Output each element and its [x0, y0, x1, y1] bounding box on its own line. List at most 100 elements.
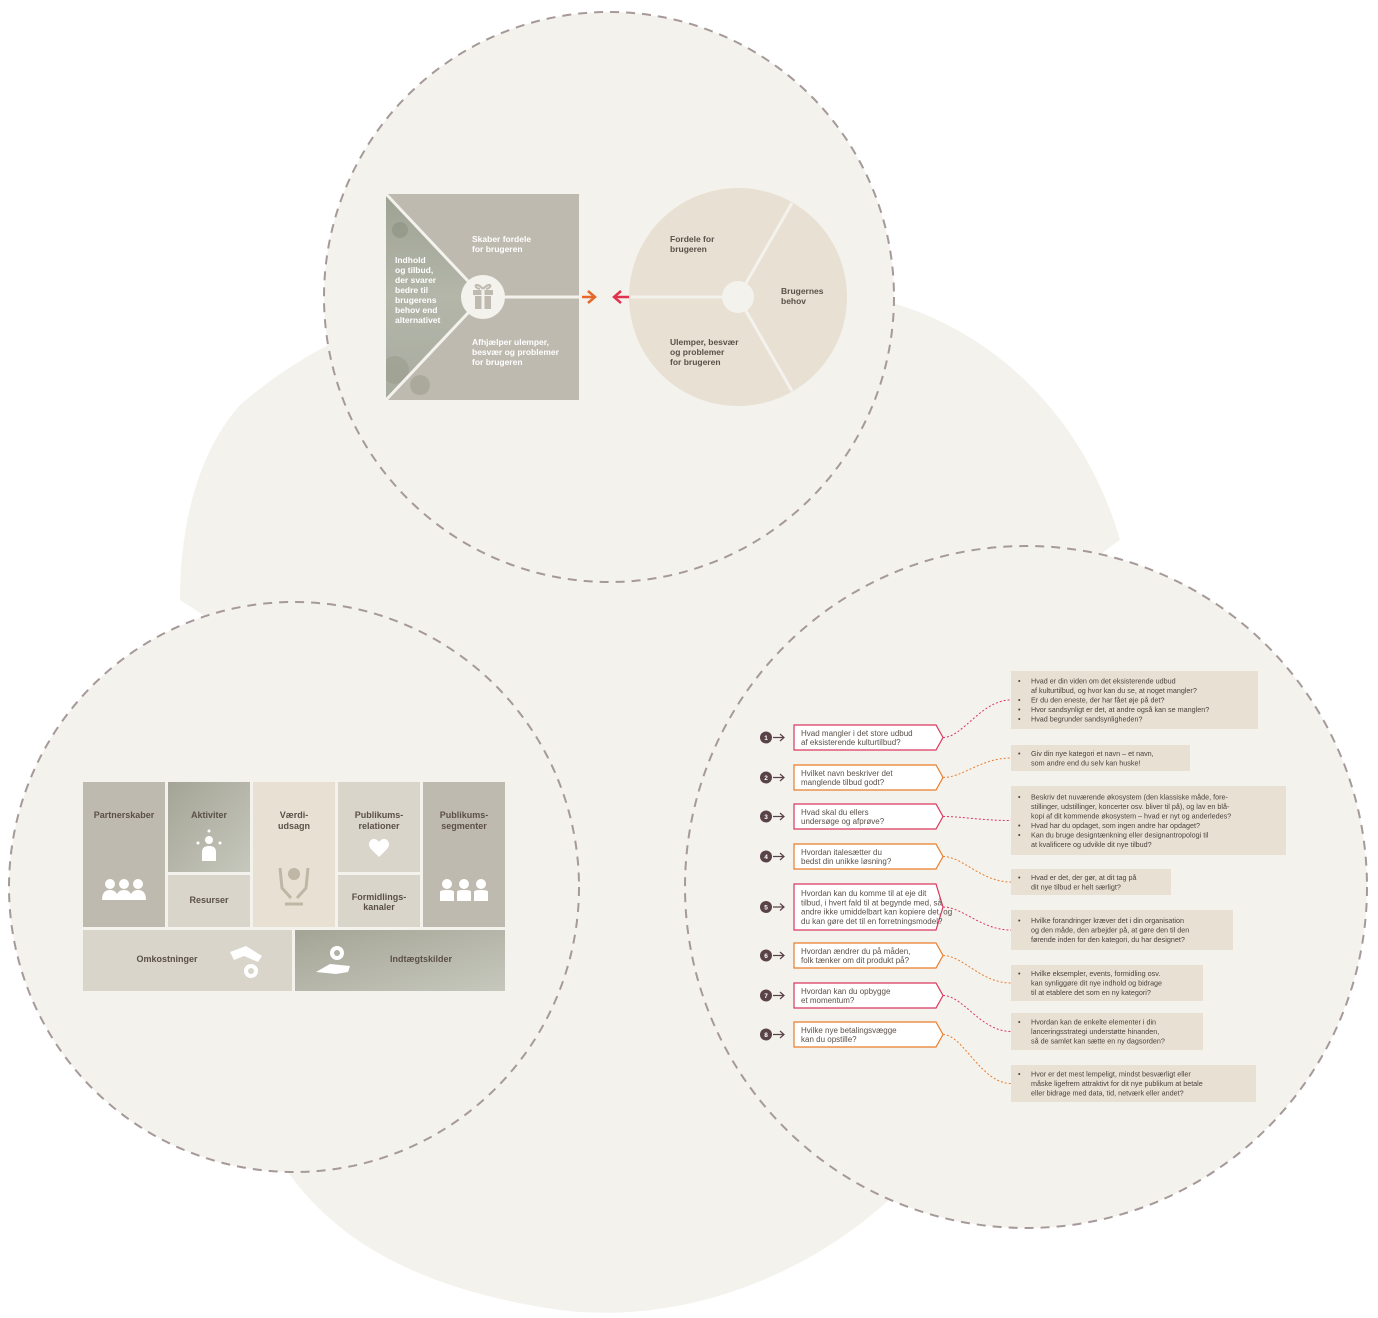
question-line: du kan gøre det til en forretningsmodel? [801, 917, 943, 926]
bullet-dot: • [1018, 1018, 1021, 1027]
question-line: Hvordan kan du komme til at eje dit [801, 889, 927, 898]
number-badge-label: 7 [764, 993, 768, 1000]
number-badge-label: 6 [764, 953, 768, 960]
text-line: Brugernes [781, 286, 824, 296]
heart-icon [369, 838, 389, 857]
bullet-dot: • [1018, 696, 1021, 705]
answer-box [1011, 671, 1258, 729]
hand-coin-icon [316, 946, 350, 974]
question-box [793, 764, 944, 791]
bullet-dot: • [1018, 821, 1021, 830]
text-line: Publikums- [355, 810, 404, 820]
text-line: Publikums- [440, 810, 489, 820]
gift-icon [473, 283, 493, 309]
number-badge-label: 4 [764, 854, 768, 861]
number-badge-label: 2 [764, 775, 768, 782]
number-badge-label: 8 [764, 1032, 768, 1039]
text-line: og problemer [670, 347, 725, 357]
answer-line: Hvad har du opdaget, som ingen andre har… [1031, 821, 1200, 830]
answer-line: lanceringsstrategi understøtte hinanden, [1031, 1027, 1159, 1036]
number-badge-label: 1 [764, 735, 768, 742]
number-badge [760, 989, 772, 1002]
arrow-right-icon [773, 903, 785, 911]
question-line: kan du opstille? [801, 1035, 857, 1044]
answer-line: Hvad er din viden om det eksisterende ud… [1031, 677, 1176, 686]
arrow-in [612, 290, 631, 304]
cell-relations-label: Publikums-relationer [355, 810, 404, 831]
answer-box [1011, 745, 1190, 771]
answer-line: Beskriv det nuværende økosystem (den kla… [1031, 792, 1229, 801]
arrow-right-icon [773, 1030, 785, 1039]
number-badge-label: 3 [764, 814, 768, 821]
answer-line: Kan du bruge designtænkning eller design… [1031, 830, 1209, 839]
connector-line [942, 856, 1012, 883]
text-line: Formidlings- [352, 892, 407, 902]
arrow-out [582, 290, 597, 304]
answer-line: så de samlet kan sætte en ny dagsorden? [1031, 1037, 1165, 1046]
answer-line: og den måde, den arbejder på, at gøre de… [1031, 926, 1189, 935]
answer-box [1011, 1013, 1203, 1050]
answer-line: førende inden for den kategori, du har d… [1031, 935, 1185, 944]
number-badge [760, 1028, 772, 1041]
text-line: kanaler [363, 902, 395, 912]
bullet-dot: • [1018, 705, 1021, 714]
answer-line: dit nye tilbud er helt særligt? [1031, 882, 1121, 891]
answer-line: Hvilke forandringer kræver det i din org… [1031, 916, 1184, 925]
arrow-right-icon [773, 951, 785, 960]
question-line: Hvilket navn beskriver det [801, 769, 893, 778]
answer-line: Giv din nye kategori et navn – et navn, [1031, 749, 1154, 758]
question-line: bedst din unikke løsning? [801, 857, 892, 866]
text-line: behov [781, 296, 806, 306]
cell-revenue [295, 930, 505, 991]
number-badge [760, 810, 772, 823]
question-line: undersøge og afprøve? [801, 817, 885, 826]
number-badge-label: 5 [764, 905, 768, 912]
people-group-icon [102, 879, 146, 900]
question-line: Hvad mangler i det store udbud [801, 729, 913, 738]
number-badge [760, 901, 772, 913]
cell-partners [83, 782, 165, 927]
bullet-dot: • [1018, 916, 1021, 925]
number-badge [760, 850, 772, 863]
question-box [793, 1021, 944, 1048]
cell-costs-label: Omkostninger [136, 954, 198, 964]
answer-line: kan synliggøre dit nye indhold og bidrag… [1031, 979, 1162, 988]
hand-coin-icon [230, 946, 262, 978]
text-line: Værdi- [280, 810, 309, 820]
arrow-right-icon [773, 852, 785, 861]
text-line: besvær og problemer [472, 347, 560, 357]
answer-box [1011, 1065, 1256, 1102]
question-line: manglende tilbud godt? [801, 778, 885, 787]
text-line: relationer [358, 821, 400, 831]
cell-channels [338, 875, 420, 927]
answer-line: måske ligefrem attraktivt for dit nye pu… [1031, 1079, 1203, 1088]
cell-segments [423, 782, 505, 927]
text-line: Afhjælper ulemper, [472, 337, 549, 347]
question-box [793, 843, 944, 870]
cell-resources [168, 875, 250, 927]
number-badge [760, 771, 772, 784]
cell-resources-label: Resurser [189, 895, 229, 905]
text-line: behov end [395, 305, 438, 315]
answer-line: af kulturtilbud, og hvor kan du se, at n… [1031, 686, 1197, 695]
top-dashed-circle [323, 11, 895, 583]
text-line: Fordele for [670, 234, 715, 244]
question-box [793, 883, 944, 931]
bullet-dot: • [1018, 792, 1021, 801]
text-line: udsagn [278, 821, 310, 831]
text-line: Indhold [395, 255, 426, 265]
bullet-dot: • [1018, 749, 1021, 758]
answer-line: Hvilke eksempler, events, formidling osv… [1031, 969, 1160, 978]
